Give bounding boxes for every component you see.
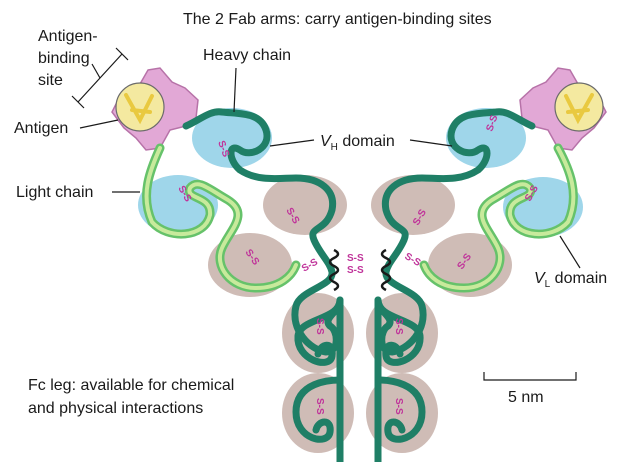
vh-suffix: domain: [338, 133, 395, 150]
fc-leg-label-1: Fc leg: available for chemical: [28, 377, 234, 394]
leader-vh-left: [270, 140, 314, 146]
ss-bond-hinge-2: S-S: [347, 265, 364, 276]
heavy-chain-label: Heavy chain: [203, 47, 291, 64]
ss-bond-hinge-1: S-S: [347, 253, 364, 264]
light-chain-label: Light chain: [16, 184, 93, 201]
leader-vh-right: [410, 140, 452, 146]
leader-antigen: [80, 120, 118, 128]
vh-domain-label: VH domain: [320, 133, 395, 153]
ss-bond-ch3-left: S-S: [314, 398, 325, 415]
ss-bond-ch3-right: S-S: [393, 398, 404, 415]
leader-vl-right: [560, 236, 580, 268]
ss-bond-ch2-left: S-S: [314, 318, 325, 335]
antigen-right: [555, 83, 603, 131]
leader-heavy-chain: [234, 68, 236, 112]
fc-leg-label-2: and physical interactions: [28, 400, 203, 417]
leader-binding-site: [92, 64, 100, 78]
antigen-label: Antigen: [14, 120, 68, 137]
antigen-binding-site-label-3: site: [38, 72, 63, 89]
vl-domain-label: VL domain: [534, 270, 607, 290]
antigen-binding-site-label-2: binding: [38, 50, 90, 67]
antigen-right-group: [520, 68, 606, 150]
vl-suffix: domain: [550, 270, 607, 287]
scale-label: 5 nm: [508, 389, 544, 406]
scale-bar: [484, 372, 576, 380]
ss-bond-ch2-right: S-S: [393, 318, 404, 335]
vh-subscript: H: [331, 142, 338, 153]
antigen-left-group: [112, 68, 198, 150]
title-label: The 2 Fab arms: carry antigen-binding si…: [183, 11, 492, 28]
antigen-binding-site-label-1: Antigen-: [38, 28, 98, 45]
ss-bond-lh-left: S-S: [300, 257, 320, 275]
ss-bond-lh-right: S-S: [403, 251, 423, 269]
